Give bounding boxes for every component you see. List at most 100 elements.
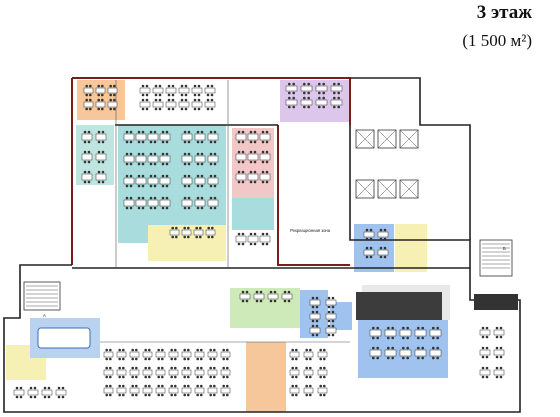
chair bbox=[122, 384, 125, 388]
chair bbox=[109, 384, 112, 388]
desk bbox=[103, 369, 114, 376]
chair bbox=[222, 348, 225, 352]
desk bbox=[181, 229, 192, 236]
floor-area-label: (1 500 м²) bbox=[462, 31, 532, 50]
chair bbox=[87, 180, 91, 184]
chair bbox=[311, 319, 315, 323]
chair bbox=[327, 310, 331, 314]
desk bbox=[429, 329, 442, 337]
chair bbox=[148, 348, 151, 352]
chair bbox=[241, 299, 245, 303]
lift-x-marks bbox=[355, 129, 419, 199]
chair bbox=[315, 319, 319, 323]
chair bbox=[265, 242, 269, 246]
desk bbox=[152, 87, 164, 94]
chair bbox=[211, 235, 214, 239]
desk bbox=[207, 177, 219, 185]
desk bbox=[235, 173, 247, 181]
chair bbox=[83, 160, 87, 164]
chair bbox=[305, 348, 309, 352]
chair bbox=[184, 107, 188, 111]
desk bbox=[159, 177, 171, 185]
chair bbox=[323, 348, 326, 352]
chair bbox=[157, 393, 160, 397]
chair bbox=[101, 98, 104, 102]
desk bbox=[429, 349, 442, 357]
desk bbox=[363, 231, 375, 238]
chair bbox=[295, 366, 298, 370]
chair bbox=[101, 170, 105, 174]
chair bbox=[135, 366, 138, 370]
chair bbox=[305, 366, 309, 370]
chair bbox=[213, 393, 216, 397]
chair bbox=[265, 130, 269, 134]
chair bbox=[295, 348, 298, 352]
chair bbox=[387, 326, 390, 330]
desk bbox=[55, 389, 67, 396]
chair bbox=[174, 357, 177, 361]
chair bbox=[213, 140, 217, 144]
chair bbox=[287, 299, 291, 303]
chair bbox=[259, 290, 263, 294]
chair bbox=[193, 98, 197, 102]
chair bbox=[369, 228, 373, 232]
desk bbox=[194, 369, 205, 376]
desk bbox=[235, 235, 247, 243]
chair bbox=[265, 170, 269, 174]
chair bbox=[432, 356, 435, 360]
chair bbox=[379, 237, 383, 241]
desk bbox=[317, 387, 328, 394]
desk bbox=[181, 387, 192, 394]
chair bbox=[137, 184, 141, 188]
desk bbox=[155, 369, 166, 376]
chair bbox=[261, 130, 265, 134]
chair bbox=[209, 206, 213, 210]
chair bbox=[387, 356, 390, 360]
chair bbox=[283, 290, 287, 294]
chair bbox=[213, 184, 217, 188]
chair bbox=[131, 366, 134, 370]
chair bbox=[148, 375, 151, 379]
chair bbox=[193, 84, 197, 88]
desk bbox=[147, 133, 159, 141]
chair bbox=[165, 206, 169, 210]
desk bbox=[493, 349, 505, 356]
chair bbox=[167, 93, 171, 97]
chair bbox=[305, 393, 309, 397]
chair bbox=[158, 93, 162, 97]
chair bbox=[171, 84, 175, 88]
chair bbox=[148, 384, 151, 388]
desk bbox=[247, 133, 259, 141]
desk bbox=[191, 101, 203, 108]
chair bbox=[209, 348, 212, 352]
desk bbox=[116, 351, 127, 358]
chair bbox=[153, 206, 157, 210]
chair bbox=[253, 232, 257, 236]
chair bbox=[83, 130, 87, 134]
desk bbox=[95, 153, 107, 161]
chair bbox=[144, 366, 147, 370]
zone-open-space-left bbox=[76, 125, 114, 185]
chair bbox=[158, 98, 162, 102]
chair bbox=[170, 366, 173, 370]
chair bbox=[165, 162, 169, 166]
desk bbox=[152, 101, 164, 108]
desk bbox=[369, 349, 382, 357]
chair bbox=[118, 393, 121, 397]
workstations bbox=[13, 82, 505, 399]
chair bbox=[83, 150, 87, 154]
chair bbox=[144, 348, 147, 352]
chair bbox=[87, 150, 91, 154]
chair bbox=[213, 375, 216, 379]
chair bbox=[369, 246, 373, 250]
desk bbox=[178, 101, 190, 108]
chair bbox=[241, 170, 245, 174]
chair bbox=[226, 375, 229, 379]
desk bbox=[384, 349, 397, 357]
chair bbox=[417, 326, 420, 330]
chair bbox=[109, 107, 112, 111]
chair bbox=[158, 107, 162, 111]
chair bbox=[273, 290, 277, 294]
chair bbox=[406, 326, 410, 330]
chair bbox=[200, 206, 204, 210]
